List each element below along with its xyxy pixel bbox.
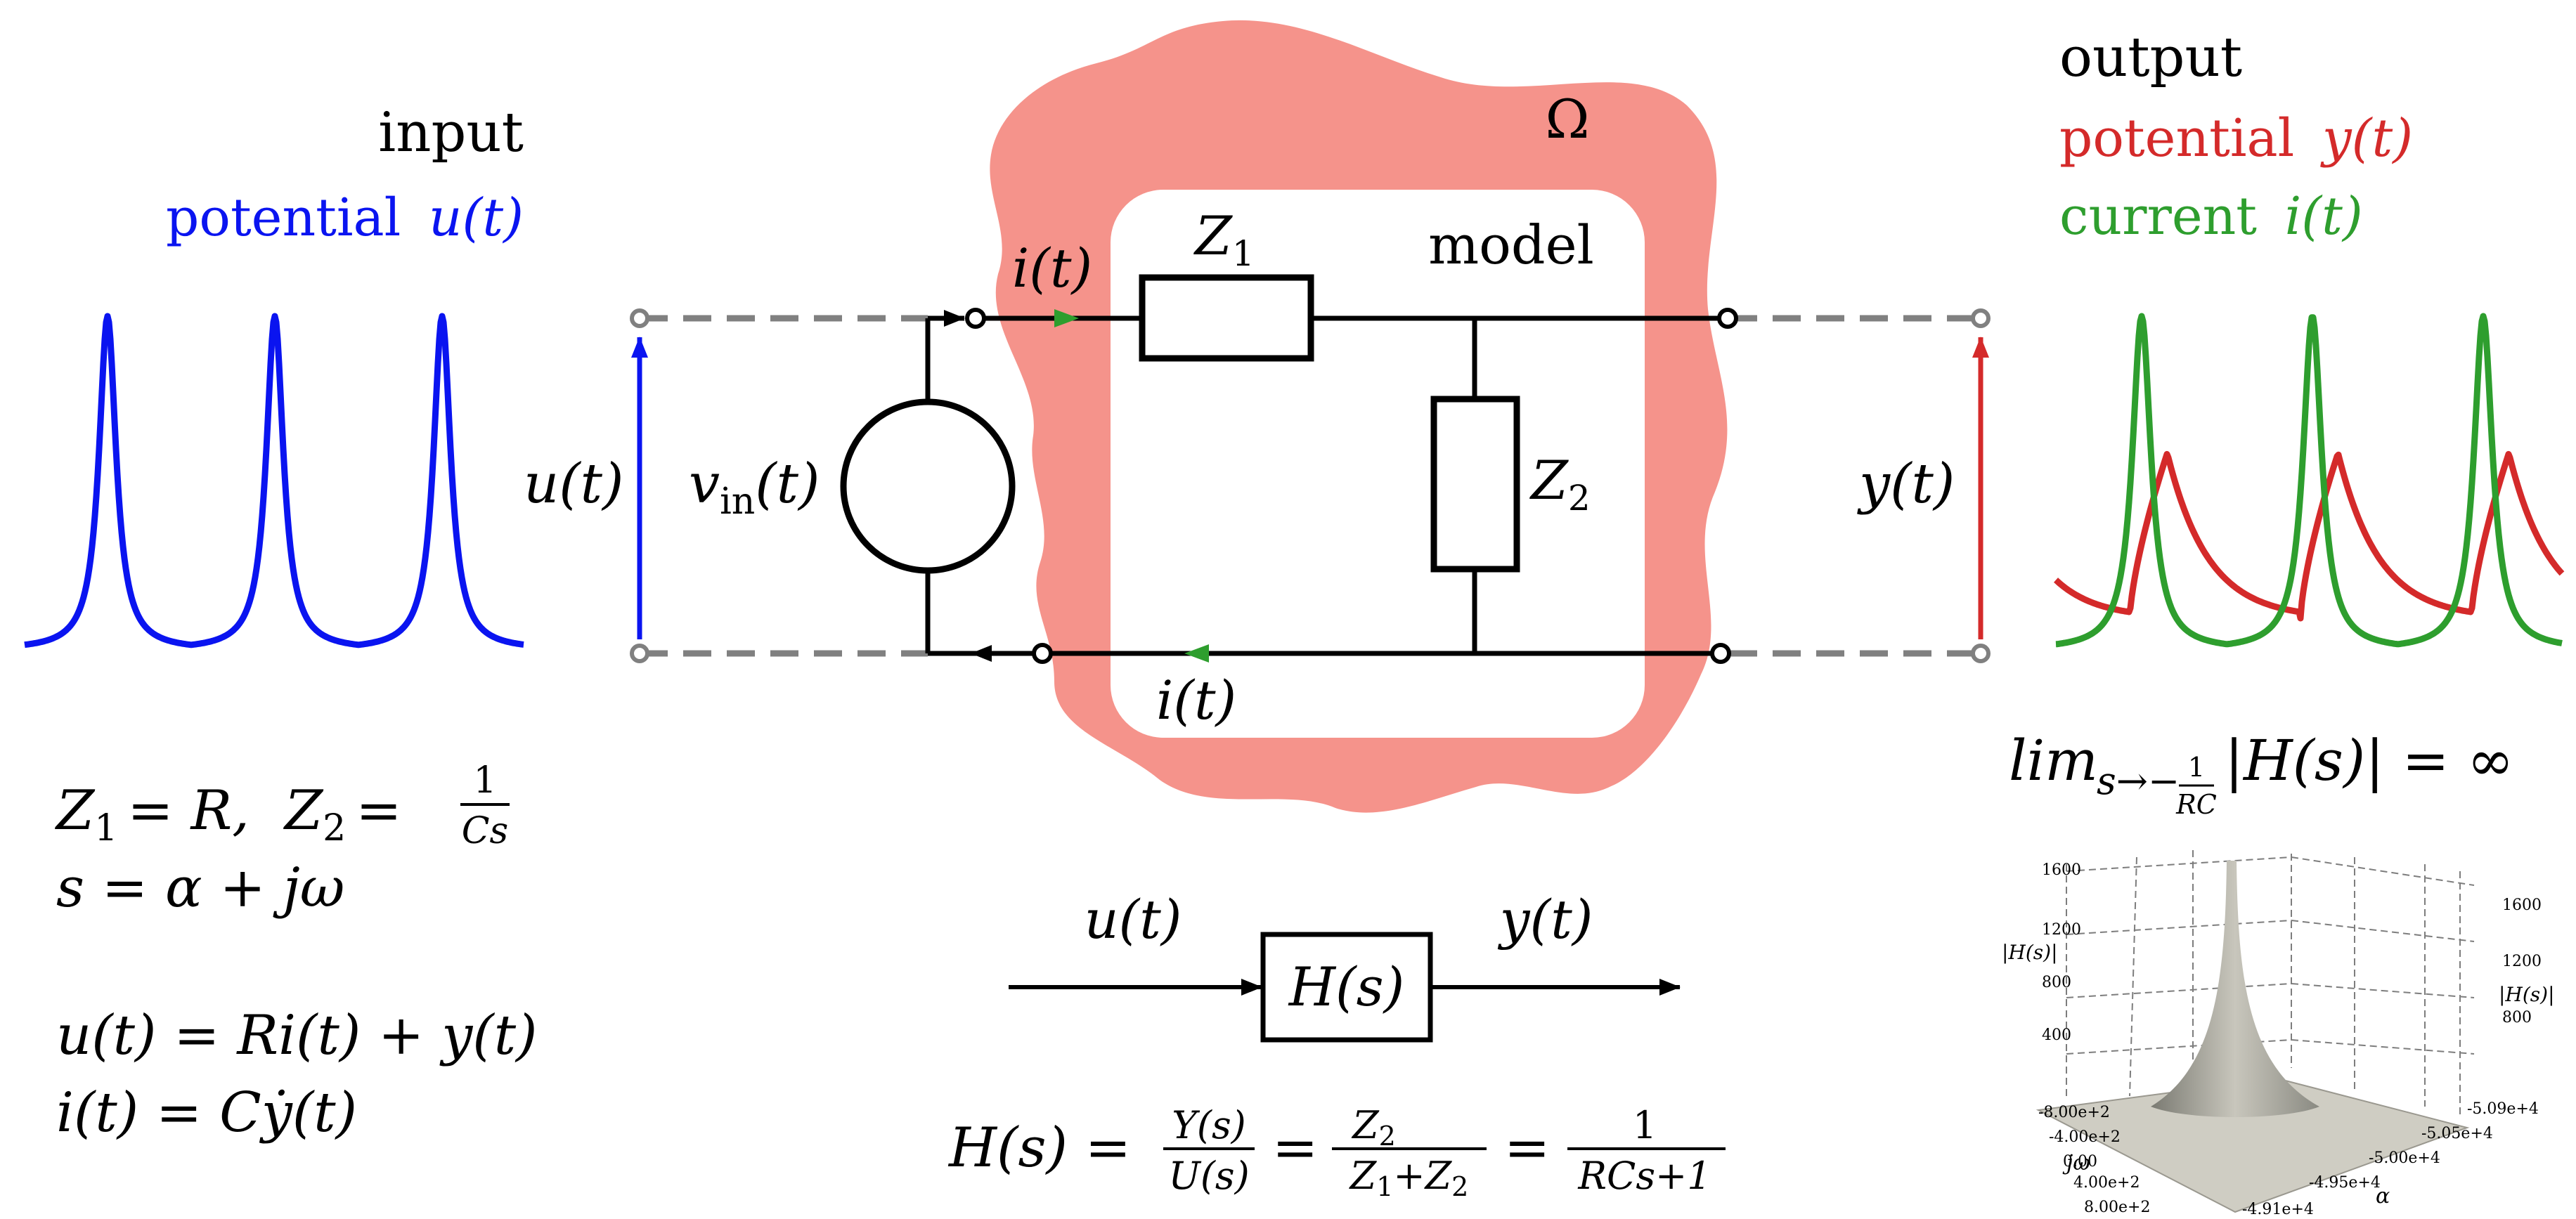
model-label: model [1428, 214, 1594, 276]
kvl-equation: u(t) = Ri(t) + y(t) [56, 1004, 537, 1067]
svg-text:Z1+Z2: Z1+Z2 [1349, 1154, 1469, 1202]
output-title: output [2059, 26, 2242, 89]
block-box-label: H(s) [1288, 956, 1405, 1018]
impedance-definitions: Z1= R,Z2= 1 Cs [54, 760, 510, 852]
svg-text:RCs+1: RCs+1 [1577, 1154, 1711, 1198]
svg-text:4.00e+2: 4.00e+2 [2073, 1174, 2140, 1192]
input-subtitle-var: u(t) [429, 188, 524, 248]
svg-text:|H(s)| = ∞: |H(s)| = ∞ [2225, 728, 2514, 793]
transfer-function-block [1260, 932, 1433, 1043]
u-voltage-label: u(t) [524, 452, 623, 516]
svg-text:400: 400 [2042, 1026, 2071, 1044]
z2-label: Z2 [1529, 449, 1591, 519]
hs-magnitude-surface-plot: 1600 1200 800 400 1600 1200 800 -8.00e+2… [2002, 850, 2555, 1218]
input-subtitle-word: potential [166, 188, 401, 248]
svg-text:-4.95e+4: -4.95e+4 [2309, 1174, 2381, 1192]
surface-peak [2151, 861, 2319, 1117]
svg-text:1200: 1200 [2502, 953, 2542, 970]
z-axis-label-left: |H(s)| [2002, 941, 2058, 964]
svg-text:Z2: Z2 [1351, 1103, 1396, 1152]
svg-text:0.00: 0.00 [2063, 1153, 2097, 1171]
jomega-axis-label: jω [2062, 1151, 2090, 1175]
z1-impedance [1139, 274, 1314, 362]
svg-text:s→−: s→− [2097, 759, 2180, 803]
y-voltage-label: y(t) [1857, 452, 1955, 516]
omega-label: Ω [1545, 88, 1589, 150]
svg-text:-5.00e+4: -5.00e+4 [2369, 1149, 2440, 1167]
z2-fraction-den: Cs [462, 810, 508, 852]
input-potential-waveform [22, 313, 526, 648]
svg-text:1600: 1600 [2042, 861, 2081, 879]
svg-text:lim: lim [2009, 728, 2098, 793]
current-arrow-bottom [1184, 644, 1209, 663]
output-current-label: current i(t) [2059, 186, 2363, 247]
svg-text:1: 1 [2188, 752, 2205, 783]
dashed-connections [640, 315, 1979, 657]
terminals [630, 308, 1991, 664]
input-subtitle: potential u(t) [166, 188, 524, 248]
svg-text:800: 800 [2042, 974, 2071, 991]
output-current-waveform [2054, 313, 2564, 648]
current-label-bottom: i(t) [1156, 669, 1236, 731]
input-title: input [378, 101, 524, 164]
svg-text:RC: RC [2175, 789, 2217, 820]
svg-text:1600: 1600 [2502, 897, 2542, 914]
svg-text:1: 1 [1633, 1103, 1657, 1147]
svg-text:-4.91e+4: -4.91e+4 [2242, 1201, 2314, 1218]
svg-text:Z1= R,Z2=: Z1= R,Z2= [54, 779, 402, 849]
output-potential-label: potential y(t) [2059, 108, 2413, 169]
z2-fraction-num: 1 [473, 760, 496, 802]
svg-text:800: 800 [2502, 1009, 2532, 1026]
svg-text:Y(s): Y(s) [1172, 1103, 1246, 1147]
current-label-top: i(t) [1012, 237, 1092, 299]
transfer-function-formula: H(s) = Y(s) U(s) = Z2 Z1+Z2 = 1 RCs+1 [947, 1103, 1726, 1202]
output-potential-waveform [2053, 450, 2565, 622]
voltage-source [840, 398, 1016, 574]
block-output-label: y(t) [1498, 888, 1593, 951]
svg-text:-8.00e+2: -8.00e+2 [2038, 1104, 2110, 1121]
s-definition: s = α + jω [56, 856, 344, 920]
vin-label: vin(t) [689, 452, 820, 523]
alpha-axis-label: α [2376, 1184, 2390, 1208]
svg-text:-5.05e+4: -5.05e+4 [2421, 1125, 2493, 1142]
svg-text:=: = [1272, 1116, 1318, 1180]
svg-text:1200: 1200 [2042, 921, 2081, 939]
z-axis-label-right: |H(s)| [2499, 983, 2555, 1006]
plot-gridlines [2066, 850, 2475, 1117]
capacitor-equation: i(t) = Cẏ(t) [56, 1081, 357, 1145]
limit-formula: lim s→− 1 RC |H(s)| = ∞ [2009, 728, 2514, 820]
svg-text:U(s): U(s) [1168, 1154, 1249, 1198]
svg-text:8.00e+2: 8.00e+2 [2084, 1199, 2150, 1216]
svg-text:-5.09e+4: -5.09e+4 [2467, 1100, 2539, 1118]
svg-text:H(s) =: H(s) = [947, 1116, 1131, 1180]
z1-label: Z1 [1193, 204, 1255, 274]
svg-text:-4.00e+2: -4.00e+2 [2049, 1128, 2121, 1146]
current-arrow-top [1054, 309, 1079, 327]
block-input-label: u(t) [1085, 888, 1182, 951]
z2-impedance [1430, 396, 1520, 573]
svg-text:=: = [1504, 1116, 1550, 1180]
